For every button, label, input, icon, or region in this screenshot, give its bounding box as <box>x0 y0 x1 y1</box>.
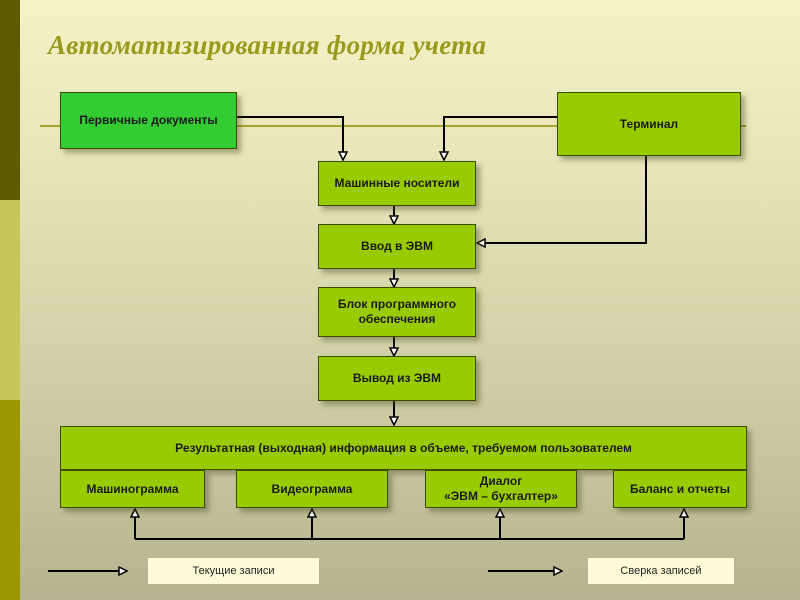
title-divider <box>40 125 746 127</box>
sidebar-stripe-olive <box>0 400 20 600</box>
box-dialog: Диалог «ЭВМ – бухгалтер» <box>425 470 577 508</box>
sidebar-stripe-dark <box>0 0 20 200</box>
box-software-block: Блок программного обеспечения <box>318 287 476 337</box>
box-terminal: Терминал <box>557 92 741 156</box>
box-result-information: Результатная (выходная) информация в объ… <box>60 426 747 470</box>
box-primary-documents: Первичные документы <box>60 92 237 149</box>
box-balance-reports: Баланс и отчеты <box>613 470 747 508</box>
legend-reconciliation: Сверка записей <box>588 558 734 584</box>
box-videogram: Видеограмма <box>236 470 388 508</box>
arrow-primary-to-media <box>237 116 343 160</box>
box-computer-input: Ввод в ЭВМ <box>318 224 476 269</box>
arrow-terminal-to-media <box>444 116 557 160</box>
legend-current-records: Текущие записи <box>148 558 319 584</box>
box-computer-output: Вывод из ЭВМ <box>318 356 476 401</box>
sidebar-stripe-light <box>0 200 20 400</box>
box-machinogram: Машинограмма <box>60 470 205 508</box>
arrow-terminal-to-input <box>477 156 647 243</box>
box-machine-media: Машинные носители <box>318 161 476 206</box>
page-title: Автоматизированная форма учета <box>48 30 487 60</box>
